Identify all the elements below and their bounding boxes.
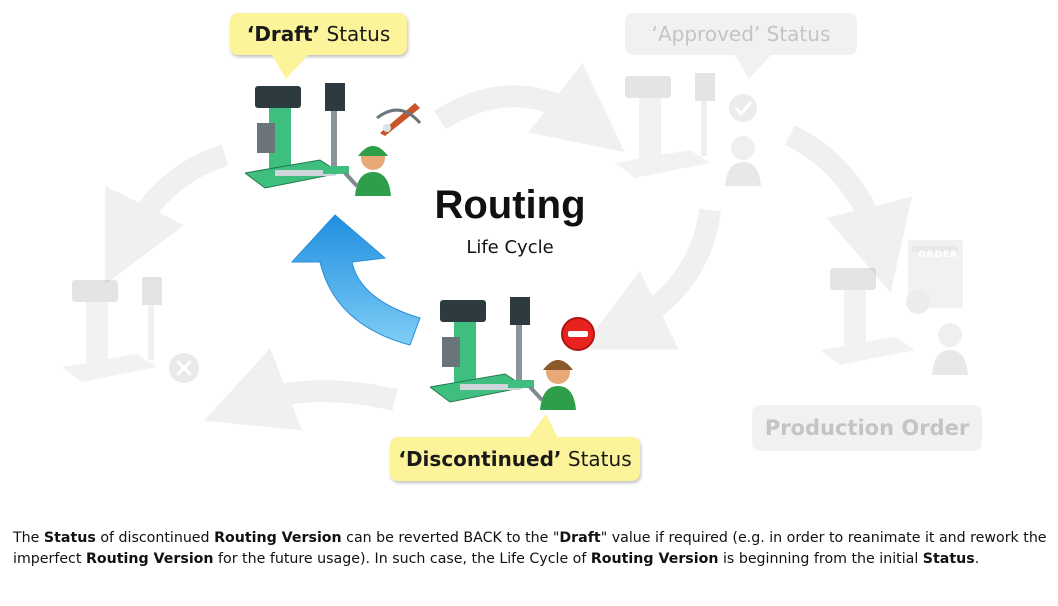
production-order-label: Production Order bbox=[752, 405, 982, 451]
arrow-approved-to-discontinued bbox=[580, 208, 721, 350]
approved-callout-tail bbox=[735, 55, 771, 79]
machine-tools-icon bbox=[243, 83, 391, 196]
desc-part: is beginning from the initial bbox=[718, 551, 923, 567]
deleted-station bbox=[62, 272, 212, 394]
discontinued-status-suffix: Status bbox=[567, 447, 632, 471]
machine-tools-icon bbox=[62, 277, 199, 383]
diagram-subtitle: Life Cycle bbox=[466, 237, 554, 258]
desc-part: for the future usage). In such case, the… bbox=[213, 551, 591, 567]
order-document-label: ORDER bbox=[918, 250, 959, 260]
approved-status-callout: ‘Approved’ Status bbox=[625, 13, 857, 55]
discontinued-status-callout: ‘Discontinued’ Status bbox=[390, 437, 640, 481]
discontinued-station bbox=[428, 292, 615, 414]
draft-callout-tail bbox=[272, 55, 308, 79]
description-text: The Status of discontinued Routing Versi… bbox=[13, 528, 1053, 570]
approved-station bbox=[615, 68, 800, 190]
revert-arrow-icon bbox=[290, 214, 421, 346]
desc-bold: Routing Version bbox=[214, 530, 342, 546]
discontinued-badge-icon bbox=[561, 317, 595, 351]
desc-part: " value if required (e.g. in order to re… bbox=[13, 530, 1047, 567]
discontinued-status-name: ‘Discontinued’ bbox=[398, 447, 562, 471]
arrow-approved-to-production bbox=[784, 125, 912, 293]
discontinued-callout-tail bbox=[528, 414, 558, 438]
draft-station bbox=[243, 78, 430, 200]
drafting-tools-icon bbox=[376, 103, 422, 136]
desc-part: . bbox=[974, 551, 980, 567]
diagram-title: Routing bbox=[434, 183, 586, 227]
approved-status-name: ‘Approved’ bbox=[651, 22, 761, 46]
draft-status-suffix: Status bbox=[326, 22, 391, 46]
desc-bold: Draft bbox=[559, 530, 601, 546]
production-order-text: Production Order bbox=[764, 416, 970, 440]
desc-bold: Status bbox=[43, 530, 96, 546]
lifecycle-arrows bbox=[105, 63, 912, 431]
desc-bold: Routing Version bbox=[590, 551, 719, 567]
arrow-draft-to-approved bbox=[434, 63, 625, 153]
desc-part: can be reverted BACK to the " bbox=[341, 530, 560, 546]
machine-tools-icon bbox=[615, 73, 761, 186]
desc-bold: Status bbox=[922, 551, 975, 567]
production-order-station: ORDER bbox=[820, 240, 980, 380]
desc-bold: Routing Version bbox=[85, 551, 214, 567]
arrow-discontinued-to-deleted bbox=[203, 348, 398, 431]
desc-part: The bbox=[13, 530, 44, 546]
machine-tools-icon bbox=[428, 297, 576, 410]
desc-part: of discontinued bbox=[95, 530, 215, 546]
draft-status-callout: ‘Draft’ Status bbox=[230, 13, 407, 55]
approved-status-suffix: Status bbox=[766, 22, 831, 46]
arrow-draft-to-deleted bbox=[105, 144, 229, 285]
draft-status-name: ‘Draft’ bbox=[246, 22, 321, 46]
machine-tools-icon bbox=[820, 240, 968, 375]
